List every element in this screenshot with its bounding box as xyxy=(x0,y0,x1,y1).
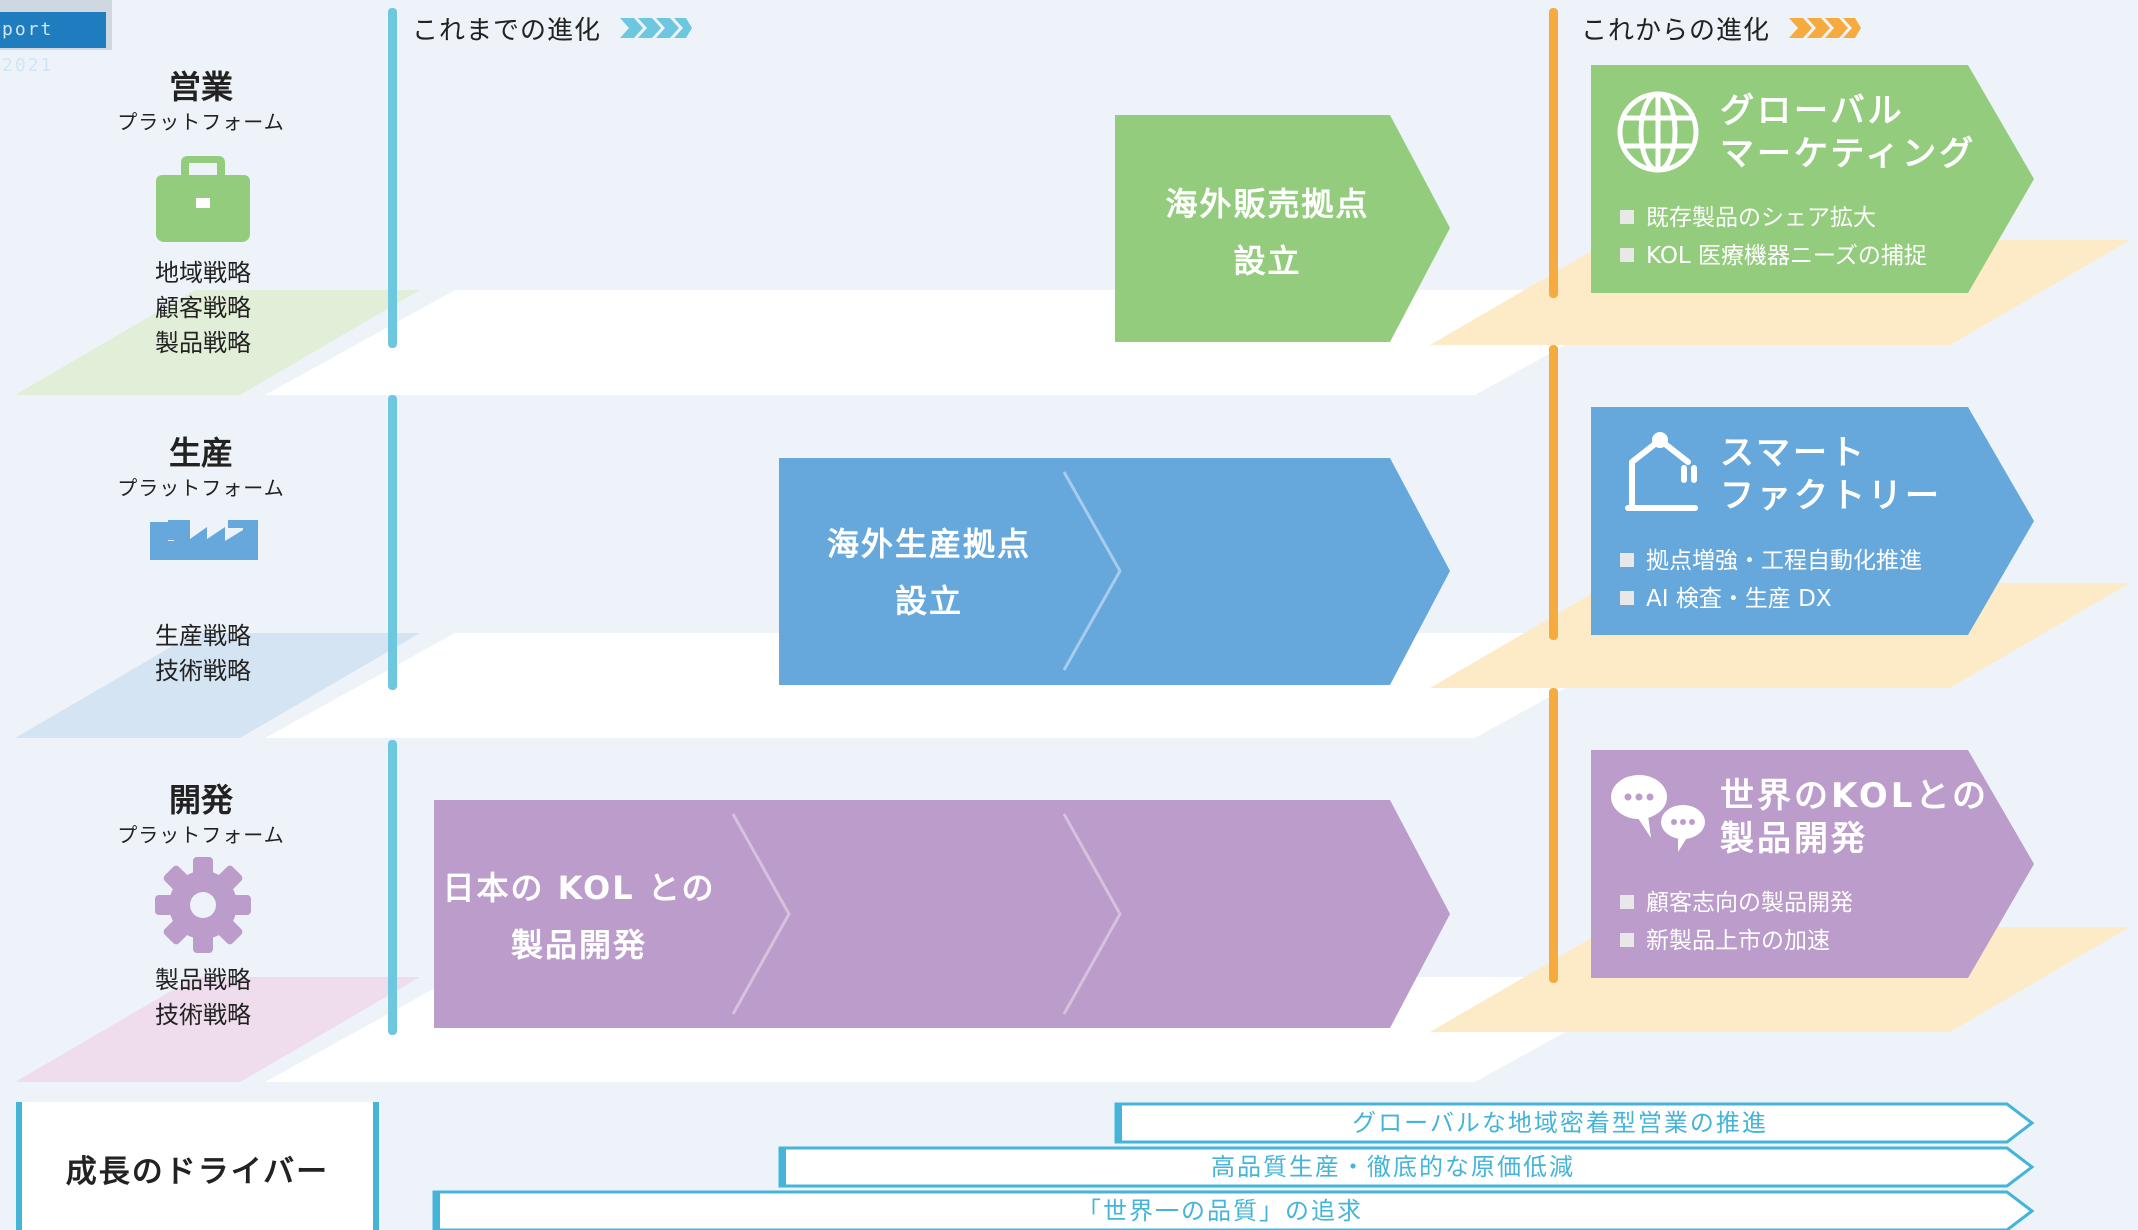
past-line-seg-1 xyxy=(388,8,397,348)
bullet-square-icon xyxy=(1620,933,1634,947)
future-list-item: KOL 医療機器ニーズの捕捉 xyxy=(1620,237,1927,275)
development-future-title: 世界のKOLとの 製品開発 xyxy=(1720,775,1989,861)
bullet-square-icon xyxy=(1620,210,1634,224)
production-platform-subtitle: プラットフォーム xyxy=(117,476,285,500)
gear-icon xyxy=(155,857,251,953)
sales-future-list: 既存製品のシェア拡大 KOL 医療機器ニーズの捕捉 xyxy=(1620,199,1927,275)
chat-bubbles-icon xyxy=(1611,775,1705,852)
future-title-line: 製品開発 xyxy=(1720,819,1868,859)
globe-icon xyxy=(1617,91,1699,173)
development-platform-subtitle: プラットフォーム xyxy=(117,823,285,847)
development-platform-title: 開発 xyxy=(168,781,233,819)
development-strategies: 製品戦略 技術戦略 xyxy=(103,963,303,1033)
stage-line: 製品開発 xyxy=(510,926,647,964)
future-list-item: AI 検査・生産 DX xyxy=(1620,580,1922,618)
future-title-line: マーケティング xyxy=(1720,134,1977,174)
stage-line: 設立 xyxy=(1233,242,1302,280)
factory-icon xyxy=(150,520,258,560)
development-stage-divider-1 xyxy=(731,813,791,1015)
future-item-text: 顧客志向の製品開発 xyxy=(1646,890,1853,916)
past-timeline xyxy=(388,8,397,1035)
future-line-seg-1 xyxy=(1549,8,1558,298)
sales-platform-subtitle: プラットフォーム xyxy=(117,110,285,134)
future-title-line: グローバル xyxy=(1720,91,1905,131)
future-title-line: スマート xyxy=(1720,433,1867,473)
production-stage-divider xyxy=(1062,471,1122,671)
development-stage-arrow xyxy=(434,800,1450,1028)
development-stage-text: 日本の KOL との 製品開発 xyxy=(434,860,724,974)
future-chevrons-icon xyxy=(1789,18,1861,38)
driver-item-text: 高品質生産・徹底的な原価低減 xyxy=(1211,1153,1575,1181)
sales-strategies: 地域戦略 顧客戦略 製品戦略 xyxy=(103,256,303,361)
strategy-item: 技術戦略 xyxy=(155,1001,251,1029)
robot-arm-icon xyxy=(1625,432,1698,511)
bullet-square-icon xyxy=(1620,553,1634,567)
sales-stage-arrow xyxy=(1115,115,1450,342)
strategy-item: 製品戦略 xyxy=(155,329,251,357)
sales-platform-title: 営業 xyxy=(168,68,233,106)
bullet-square-icon xyxy=(1620,591,1634,605)
production-stage-arrow xyxy=(779,458,1450,685)
production-platform-title: 生産 xyxy=(168,434,233,472)
strategy-item: 生産戦略 xyxy=(155,622,251,650)
strategy-item: 地域戦略 xyxy=(155,259,251,287)
future-item-text: AI 検査・生産 DX xyxy=(1646,586,1832,612)
briefcase-icon xyxy=(156,156,250,242)
future-item-text: KOL 医療機器ニーズの捕捉 xyxy=(1646,243,1927,269)
driver-item-text: 「世界一の品質」の追求 xyxy=(1077,1197,1363,1225)
future-item-text: 拠点増強・工程自動化推進 xyxy=(1646,548,1922,574)
future-timeline xyxy=(1549,8,1558,983)
production-strategies: 生産戦略 技術戦略 xyxy=(103,619,303,689)
future-line-seg-2 xyxy=(1549,345,1558,640)
sales-future-title: グローバル マーケティング xyxy=(1720,90,1976,176)
development-future-arrow xyxy=(1591,750,2034,978)
driver-item-text: グローバルな地域密着型営業の推進 xyxy=(1352,1109,1768,1137)
production-stage-text: 海外生産拠点 設立 xyxy=(779,516,1079,630)
report-corner-tag: port 2021 xyxy=(0,0,112,76)
production-future-title: スマート ファクトリー xyxy=(1720,432,1942,518)
production-future-list: 拠点増強・工程自動化推進 AI 検査・生産 DX xyxy=(1620,542,1922,618)
future-item-text: 既存製品のシェア拡大 xyxy=(1646,205,1876,231)
development-future-list: 顧客志向の製品開発 新製品上市の加速 xyxy=(1620,884,1853,960)
future-title-line: 世界のKOLとの xyxy=(1720,776,1990,816)
production-future-arrow xyxy=(1591,407,2034,635)
future-evolution-label: これからの進化 xyxy=(1581,16,1771,46)
growth-drivers-label: 成長のドライバー xyxy=(65,1154,330,1190)
past-line-seg-3 xyxy=(388,740,397,1035)
production-left-tile xyxy=(15,633,420,738)
future-list-item: 既存製品のシェア拡大 xyxy=(1620,199,1927,237)
future-list-item: 拠点増強・工程自動化推進 xyxy=(1620,542,1922,580)
strategy-item: 製品戦略 xyxy=(155,966,251,994)
stage-line: 設立 xyxy=(894,582,963,620)
bullet-square-icon xyxy=(1620,248,1634,262)
future-list-item: 新製品上市の加速 xyxy=(1620,922,1853,960)
sales-stage-text: 海外販売拠点 設立 xyxy=(1115,176,1420,290)
future-list-item: 顧客志向の製品開発 xyxy=(1620,884,1853,922)
past-evolution-label: これまでの進化 xyxy=(412,16,602,46)
stage-line: 海外販売拠点 xyxy=(1165,185,1370,223)
strategy-item: 技術戦略 xyxy=(155,657,251,685)
past-chevrons-icon xyxy=(620,18,692,38)
future-title-line: ファクトリー xyxy=(1720,476,1942,516)
report-corner-tag-text: port 2021 xyxy=(0,12,106,76)
future-line-seg-3 xyxy=(1549,688,1558,983)
bullet-square-icon xyxy=(1620,895,1634,909)
driver-arrows xyxy=(432,1102,2035,1230)
strategy-item: 顧客戦略 xyxy=(155,294,251,322)
sales-left-tile xyxy=(15,290,420,395)
sales-future-arrow xyxy=(1591,65,2034,293)
development-left-tile xyxy=(15,977,420,1082)
past-line-seg-2 xyxy=(388,395,397,690)
stage-line: 海外生産拠点 xyxy=(826,525,1031,563)
stage-line: 日本の KOL との xyxy=(442,869,716,907)
future-item-text: 新製品上市の加速 xyxy=(1646,928,1830,954)
development-stage-divider-2 xyxy=(1062,813,1122,1015)
growth-drivers-box: 成長のドライバー xyxy=(16,1102,379,1230)
